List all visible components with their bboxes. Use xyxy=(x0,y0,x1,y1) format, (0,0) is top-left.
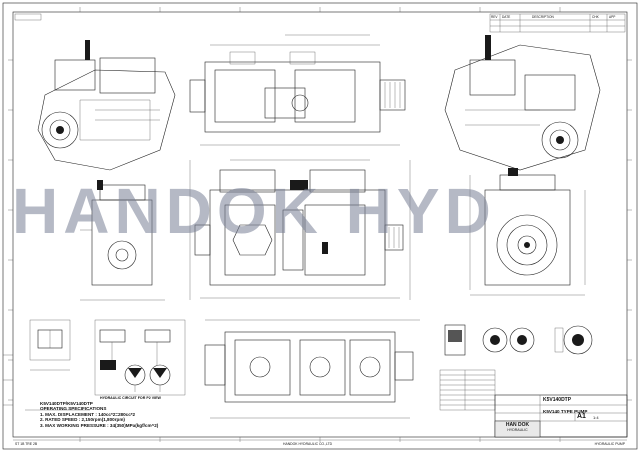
left-edge-marks xyxy=(3,354,13,406)
title-scale: 1:4 xyxy=(593,415,599,420)
company-logo: HAN DOK HYDRAULIC xyxy=(497,422,538,432)
rev-col-4: CHK xyxy=(592,15,599,19)
pump-iso-view-left xyxy=(37,40,176,171)
rev-col-5: APP xyxy=(609,15,616,19)
inner-border xyxy=(12,11,628,438)
pump-bottom-view xyxy=(204,331,414,419)
port-detail-left xyxy=(29,319,71,371)
footer-left: ST 1B TRE 2B xyxy=(15,442,38,446)
title-product: K5V140 TYPE PUMP xyxy=(543,409,588,414)
footer: ST 1B TRE 2B HANDOK HYDRAULIC CO.,LTD HY… xyxy=(13,441,627,449)
revision-table xyxy=(489,13,626,33)
rev-col-1: REV xyxy=(491,15,498,19)
footer-center: HANDOK HYDRAULIC CO.,LTD xyxy=(283,442,333,446)
parts-list-table xyxy=(439,369,496,411)
dimension-lines xyxy=(25,160,471,411)
revision-header: REV DATE DESCRIPTION CHK APP xyxy=(490,14,625,20)
hydraulic-circuit xyxy=(94,319,186,396)
title-block-frame xyxy=(494,394,628,438)
rev-col-3: DESCRIPTION xyxy=(532,15,554,19)
corner-stamp xyxy=(14,13,42,21)
pump-side-view-left xyxy=(80,180,165,301)
spec-line-1: 1. MAX. DISPLACEMENT : 140cc*2=280cc*2 xyxy=(40,411,136,417)
title-drawing-no: K5V140DTP xyxy=(543,397,572,403)
company-name: HAN DOK xyxy=(505,422,530,428)
pump-front-view xyxy=(194,159,404,299)
title-block: K5V140 TYPE PUMP K5V140DTP A1 1:4 HAN DO… xyxy=(495,395,627,437)
footer-right: HYDRAULIC PUMP xyxy=(594,442,625,446)
pump-end-view xyxy=(470,168,586,296)
title-sheet-size: A1 xyxy=(577,413,586,420)
port-detail-blocks xyxy=(444,324,593,356)
circuit-label: HYDRAULIC CIRCUIT FOR P2 VIEW xyxy=(100,396,161,400)
spec-line-2: 2. RATED SPEED : 2,150rpm(1,800rpm) xyxy=(40,417,125,423)
spec-heading: OPERATING SPECIFICATIONS xyxy=(40,406,107,412)
spec-model: K5V140DTP/K5V140DTP xyxy=(40,401,93,406)
rev-col-2: DATE xyxy=(502,15,511,19)
specs-block: K5V140DTP/K5V140DTP OPERATING SPECIFICAT… xyxy=(40,401,240,428)
pump-top-view xyxy=(189,34,406,146)
border-ticks xyxy=(8,7,632,442)
pump-iso-view-right xyxy=(444,35,601,171)
company-sub: HYDRAULIC xyxy=(507,428,528,432)
spec-line-3: 3. MAX WORKING PRESSURE : 34(350)MPa(kgf… xyxy=(40,422,159,428)
